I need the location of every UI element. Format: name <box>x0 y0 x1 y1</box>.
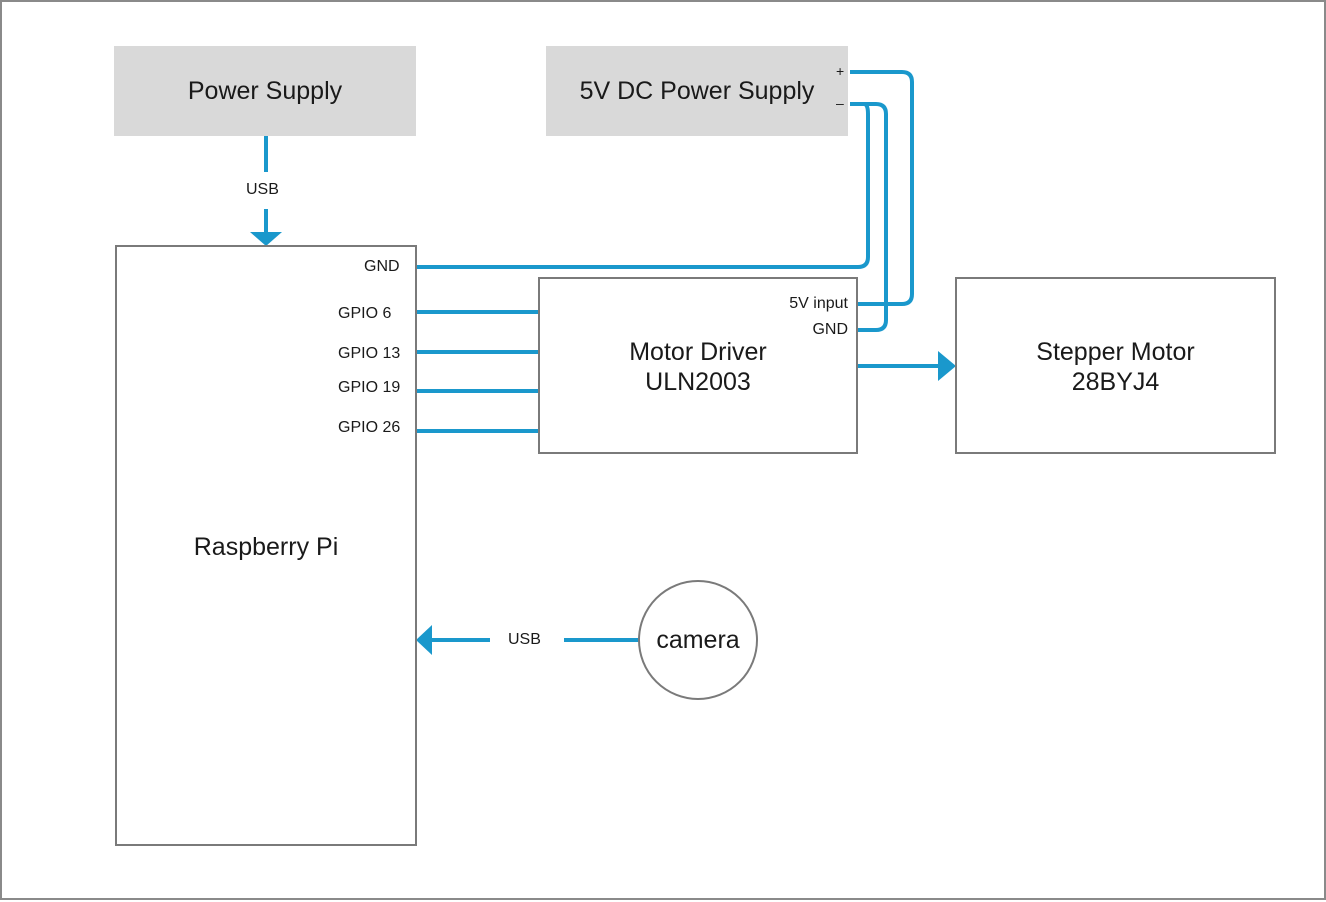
wire-dc-plus-to-driver-5v <box>850 70 914 306</box>
power-usb-label: USB <box>246 181 279 198</box>
dc-power-supply-title: 5V DC Power Supply <box>579 77 815 105</box>
raspberry-pi-box: Raspberry Pi <box>115 245 417 846</box>
motor-driver-box: Motor Driver ULN2003 <box>538 277 858 454</box>
camera-title: camera <box>656 626 740 654</box>
motor-driver-title: Motor Driver <box>629 338 767 366</box>
dc-plus-terminal-label: + <box>836 63 845 79</box>
arrowhead-power-to-pi <box>250 232 282 246</box>
arrowhead-camera-to-pi <box>416 625 432 655</box>
pi-pin-gnd-label: GND <box>364 258 400 275</box>
pi-pin-gpio19-label: GPIO 19 <box>338 379 401 396</box>
power-supply-box: Power Supply <box>114 46 416 136</box>
driver-pin-5v-label: 5V input <box>789 295 848 312</box>
stepper-motor-model: 28BYJ4 <box>1071 368 1160 396</box>
motor-driver-model: ULN2003 <box>645 368 751 396</box>
wire-dc-minus-to-driver-gnd <box>850 102 888 332</box>
dc-power-supply-box: 5V DC Power Supply <box>546 46 848 136</box>
raspberry-pi-title: Raspberry Pi <box>193 533 339 561</box>
camera-usb-label: USB <box>508 631 541 648</box>
pi-pin-gpio26-label: GPIO 26 <box>338 419 401 436</box>
pi-pin-gpio6-label: GPIO 6 <box>338 305 392 322</box>
camera-node: camera <box>638 580 758 700</box>
arrowhead-driver-to-stepper <box>938 351 956 381</box>
dc-minus-terminal-label: – <box>836 95 844 111</box>
power-supply-title: Power Supply <box>187 77 343 105</box>
stepper-motor-box: Stepper Motor 28BYJ4 <box>955 277 1276 454</box>
driver-pin-gnd-label: GND <box>812 321 848 338</box>
stepper-motor-title: Stepper Motor <box>1036 338 1195 366</box>
wire-dc-minus-to-pi-gnd <box>402 102 870 269</box>
pi-pin-gpio13-label: GPIO 13 <box>338 345 401 362</box>
